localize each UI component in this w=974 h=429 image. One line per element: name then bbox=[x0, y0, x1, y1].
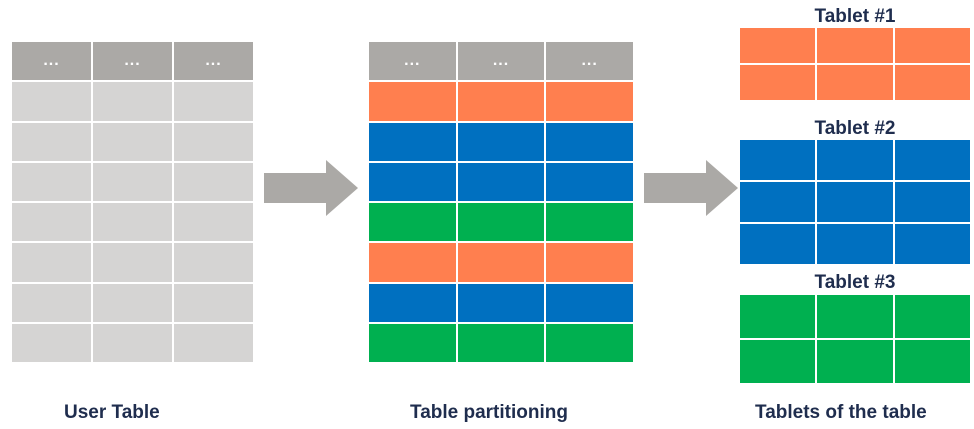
table-cell bbox=[93, 82, 172, 121]
table-cell bbox=[93, 203, 172, 242]
table-cell bbox=[457, 203, 545, 242]
table-cell bbox=[546, 283, 633, 322]
table-cell bbox=[740, 182, 816, 222]
table-cell bbox=[740, 65, 816, 100]
table-cell bbox=[12, 243, 91, 282]
table-cell bbox=[546, 162, 633, 201]
table-cell bbox=[457, 283, 545, 322]
table-cell bbox=[174, 122, 253, 161]
table-cell bbox=[369, 323, 456, 362]
table-cell bbox=[894, 28, 970, 63]
table-cell bbox=[894, 182, 970, 222]
table-cell bbox=[93, 283, 172, 322]
table-cell bbox=[93, 122, 172, 161]
right-arrow-icon bbox=[264, 160, 358, 216]
table-cell bbox=[369, 82, 456, 121]
column-header: ... bbox=[546, 42, 633, 81]
table-cell bbox=[457, 243, 545, 282]
table-cell bbox=[740, 224, 816, 264]
table-cell bbox=[894, 65, 970, 100]
table-cell bbox=[174, 243, 253, 282]
table-cell bbox=[740, 140, 816, 180]
table-cell bbox=[740, 295, 816, 338]
table-cell bbox=[457, 162, 545, 201]
table-cell bbox=[93, 243, 172, 282]
right-arrow-icon bbox=[644, 160, 738, 216]
table-cell bbox=[546, 82, 633, 121]
table-cell bbox=[546, 203, 633, 242]
table-cell bbox=[174, 162, 253, 201]
column-header: ... bbox=[93, 42, 172, 81]
table-cell bbox=[174, 323, 253, 362]
column-header: ... bbox=[174, 42, 253, 81]
table-cell bbox=[817, 295, 893, 338]
table-cell bbox=[817, 182, 893, 222]
table-cell bbox=[457, 82, 545, 121]
table-cell bbox=[817, 65, 893, 100]
table-cell bbox=[174, 203, 253, 242]
table-cell bbox=[369, 203, 456, 242]
table-cell bbox=[12, 283, 91, 322]
table-cell bbox=[369, 122, 456, 161]
table-cell bbox=[546, 243, 633, 282]
column-header: ... bbox=[369, 42, 456, 81]
table-cell bbox=[817, 28, 893, 63]
table-cell bbox=[740, 28, 816, 63]
table-cell bbox=[12, 323, 91, 362]
table-cell bbox=[894, 224, 970, 264]
tablet-2 bbox=[740, 140, 970, 264]
table-cell bbox=[457, 323, 545, 362]
table-cell bbox=[740, 340, 816, 383]
table-cell bbox=[93, 162, 172, 201]
tablet-1-title: Tablet #1 bbox=[814, 6, 896, 27]
table-cell bbox=[817, 340, 893, 383]
tablets-caption: Tablets of the table bbox=[755, 402, 927, 423]
table-cell bbox=[546, 323, 633, 362]
table-cell bbox=[12, 122, 91, 161]
table-cell bbox=[894, 140, 970, 180]
table-cell bbox=[12, 162, 91, 201]
tablet-2-title: Tablet #2 bbox=[814, 118, 896, 139]
user-table: ......... bbox=[12, 42, 253, 362]
table-cell bbox=[93, 323, 172, 362]
table-cell bbox=[369, 243, 456, 282]
table-cell bbox=[817, 224, 893, 264]
table-cell bbox=[894, 340, 970, 383]
tablet-3 bbox=[740, 295, 970, 383]
table-cell bbox=[174, 283, 253, 322]
table-cell bbox=[12, 82, 91, 121]
table-cell bbox=[817, 140, 893, 180]
table-cell bbox=[12, 203, 91, 242]
table-cell bbox=[546, 122, 633, 161]
tablet-3-title: Tablet #3 bbox=[814, 272, 896, 293]
user-table-caption: User Table bbox=[64, 402, 160, 423]
column-header: ... bbox=[457, 42, 545, 81]
table-cell bbox=[369, 283, 456, 322]
partitioned-table: ......... bbox=[369, 42, 633, 362]
partitioning-caption: Table partitioning bbox=[410, 402, 568, 423]
table-cell bbox=[369, 162, 456, 201]
table-cell bbox=[457, 122, 545, 161]
column-header: ... bbox=[12, 42, 91, 81]
table-cell bbox=[174, 82, 253, 121]
tablet-1 bbox=[740, 28, 970, 100]
table-cell bbox=[894, 295, 970, 338]
